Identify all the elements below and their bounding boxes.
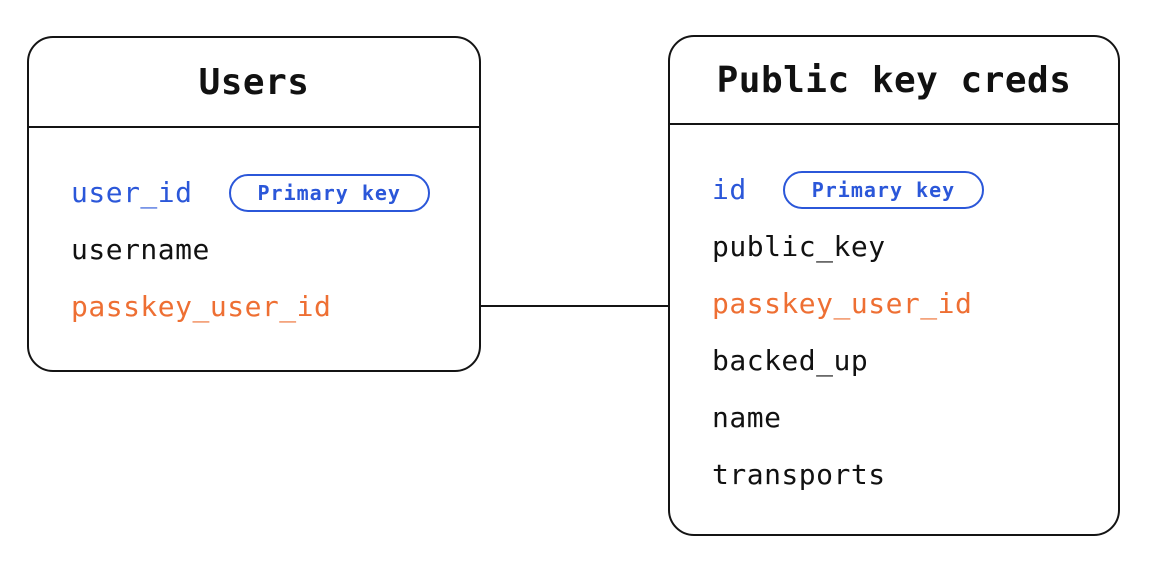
- primary-key-badge: Primary key: [228, 173, 430, 212]
- field-row-id: id Primary key: [712, 161, 1118, 218]
- field-name-user_id: user_id: [71, 175, 193, 209]
- field-name-passkey_user_id: passkey_user_id: [712, 286, 973, 320]
- field-name-passkey_user_id: passkey_user_id: [71, 289, 332, 323]
- table-users: Users user_id Primary key username passkey_…: [27, 36, 481, 372]
- table-title: Public key creds: [716, 59, 1072, 101]
- field-name-public_key: public_key: [712, 229, 886, 263]
- field-row-username: username: [71, 221, 479, 278]
- table-users-fields: user_id Primary key username passkey_user_i…: [29, 128, 479, 370]
- field-name-backed_up: backed_up: [712, 343, 869, 377]
- field-row-name: name: [712, 389, 1118, 446]
- field-name-name: name: [712, 400, 782, 434]
- table-public-key-creds: Public key creds id Primary key public_key…: [668, 35, 1120, 536]
- field-row-transports: transports: [712, 446, 1118, 503]
- field-row-backed_up: backed_up: [712, 332, 1118, 389]
- table-public-key-creds-header: Public key creds: [670, 37, 1118, 125]
- field-name-username: username: [71, 232, 210, 266]
- table-users-header: Users: [29, 38, 479, 128]
- relationship-line: [479, 305, 670, 307]
- field-row-passkey_user_id: passkey_user_id: [71, 278, 479, 335]
- field-row-public_key: public_key: [712, 218, 1118, 275]
- primary-key-badge: Primary key: [782, 170, 985, 209]
- field-name-id: id: [712, 172, 747, 206]
- field-row-passkey_user_id: passkey_user_id: [712, 275, 1118, 332]
- field-row-user_id: user_id Primary key: [71, 164, 479, 221]
- field-name-transports: transports: [712, 457, 886, 491]
- table-title: Users: [198, 61, 310, 103]
